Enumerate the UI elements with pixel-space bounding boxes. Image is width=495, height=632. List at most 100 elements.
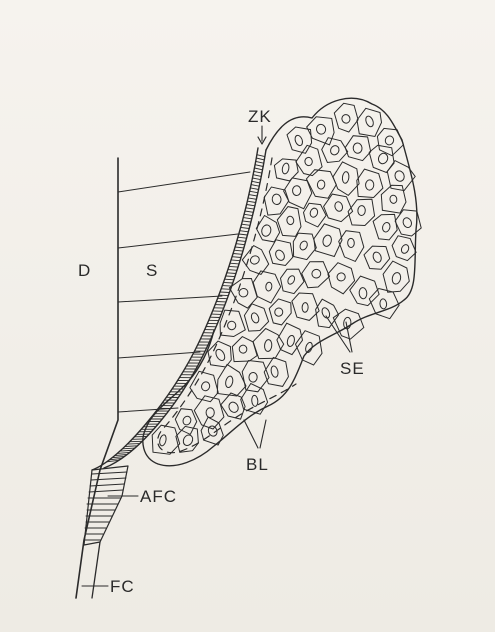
- zone-k-hatch-line: [227, 273, 236, 274]
- cell-nucleus: [372, 251, 383, 264]
- cell-outline: [364, 246, 390, 269]
- zone-k-hatch-line: [221, 289, 230, 290]
- cell-nucleus: [389, 195, 397, 204]
- zone-k-hatch-line: [247, 205, 255, 206]
- zone-k-hatch-line: [224, 282, 233, 283]
- zone-k-hatch-line: [235, 247, 244, 248]
- zone-k-hatch-line: [226, 276, 235, 277]
- cell-outline: [269, 240, 293, 266]
- cell-nucleus: [400, 243, 410, 254]
- cell-nucleus: [238, 287, 249, 298]
- cell-outline: [253, 271, 281, 303]
- cell-nucleus: [393, 169, 405, 182]
- cell-outline: [281, 269, 305, 294]
- cell-nucleus: [265, 282, 272, 291]
- cell-nucleus: [274, 249, 286, 262]
- cell-outline: [221, 393, 245, 419]
- cell-nucleus: [272, 194, 282, 205]
- zone-k-hatch-line: [248, 198, 256, 199]
- zone-k-hatch-line: [228, 270, 237, 271]
- zone-k-hatch-line: [229, 266, 238, 267]
- zone-k-hatch-line: [257, 155, 265, 157]
- bl-pointer-2: [260, 420, 266, 448]
- zone-k-inner-line: [104, 150, 266, 468]
- cell-nucleus: [336, 272, 345, 281]
- cell-nucleus: [227, 321, 237, 331]
- cell-nucleus: [260, 224, 272, 237]
- cell-nucleus: [182, 415, 193, 426]
- zone-k-hatch-line: [239, 234, 248, 235]
- basal-lamina-dashed: [158, 158, 296, 453]
- cell-nucleus: [159, 434, 168, 446]
- cell-outline: [339, 231, 364, 262]
- label-d: D: [78, 261, 91, 280]
- label-fc: FC: [110, 577, 135, 596]
- cell-nucleus: [292, 186, 301, 196]
- cell-outline: [242, 246, 268, 275]
- zone-k-hatch-line: [249, 195, 257, 196]
- cell-outline: [357, 169, 383, 197]
- cell-nucleus: [358, 205, 366, 215]
- cell-nucleus: [315, 123, 326, 135]
- cell-nucleus: [200, 381, 210, 392]
- zone-k-hatch-line: [250, 188, 258, 190]
- cell-outline: [373, 214, 397, 240]
- cell-nucleus: [299, 240, 309, 251]
- zone-k-hatch-line: [242, 221, 251, 222]
- cell-nucleus: [364, 115, 374, 128]
- cell-nucleus: [225, 375, 234, 388]
- zone-k-hatch-line: [237, 241, 246, 242]
- cell-nucleus: [249, 254, 261, 265]
- cell-nucleus: [304, 157, 313, 166]
- cell-nucleus: [273, 307, 284, 318]
- cell-outline: [293, 233, 316, 260]
- zone-k-hatch-line: [240, 231, 249, 232]
- cell-nucleus: [402, 216, 413, 228]
- cell-outline: [377, 128, 403, 155]
- dentine-boundary-line: [76, 158, 118, 598]
- cell-nucleus: [251, 395, 258, 406]
- zone-k-hatch-line: [255, 168, 263, 170]
- zone-k-hatch-line: [251, 185, 259, 187]
- epithelial-cells: [152, 103, 421, 454]
- cell-nucleus: [384, 135, 395, 147]
- cell-nucleus: [348, 238, 355, 247]
- cell-nucleus: [342, 171, 350, 183]
- cell-outline: [345, 136, 371, 161]
- cell-outline: [392, 236, 416, 261]
- cell-outline: [269, 299, 291, 325]
- cell-nucleus: [287, 275, 296, 286]
- zone-k-hatch-line: [243, 218, 251, 219]
- cell-nucleus: [353, 143, 363, 154]
- cell-nucleus: [286, 216, 294, 225]
- cell-nucleus: [214, 348, 226, 362]
- cell-outline: [274, 159, 298, 181]
- zone-k-hatch-line: [252, 181, 260, 183]
- zone-k-hatching: [107, 155, 265, 462]
- cell-outline: [302, 262, 330, 288]
- zone-k-hatch-line: [256, 161, 264, 163]
- label-afc: AFC: [140, 487, 177, 506]
- zone-k-hatch-line: [242, 224, 251, 225]
- zone-k-hatch-line: [225, 279, 234, 280]
- zone-k-hatch-line: [231, 260, 240, 261]
- cell-outline: [232, 337, 257, 362]
- zone-k-hatch-line: [222, 286, 231, 287]
- cell-nucleus: [322, 234, 333, 247]
- cell-nucleus: [365, 180, 374, 190]
- zone-k-hatch-line: [241, 227, 250, 228]
- cell-nucleus: [239, 345, 248, 354]
- cell-nucleus: [250, 312, 260, 324]
- cell-nucleus: [334, 201, 344, 212]
- bl-pointer-1: [244, 420, 258, 448]
- cell-outline: [277, 207, 301, 237]
- cell-outline: [304, 203, 327, 227]
- zone-k-hatch-line: [232, 257, 241, 258]
- cell-nucleus: [311, 268, 322, 279]
- cell-outline: [322, 138, 348, 163]
- cell-outline: [381, 185, 406, 213]
- cell-nucleus: [227, 400, 240, 414]
- zone-k-hatch-line: [238, 237, 247, 238]
